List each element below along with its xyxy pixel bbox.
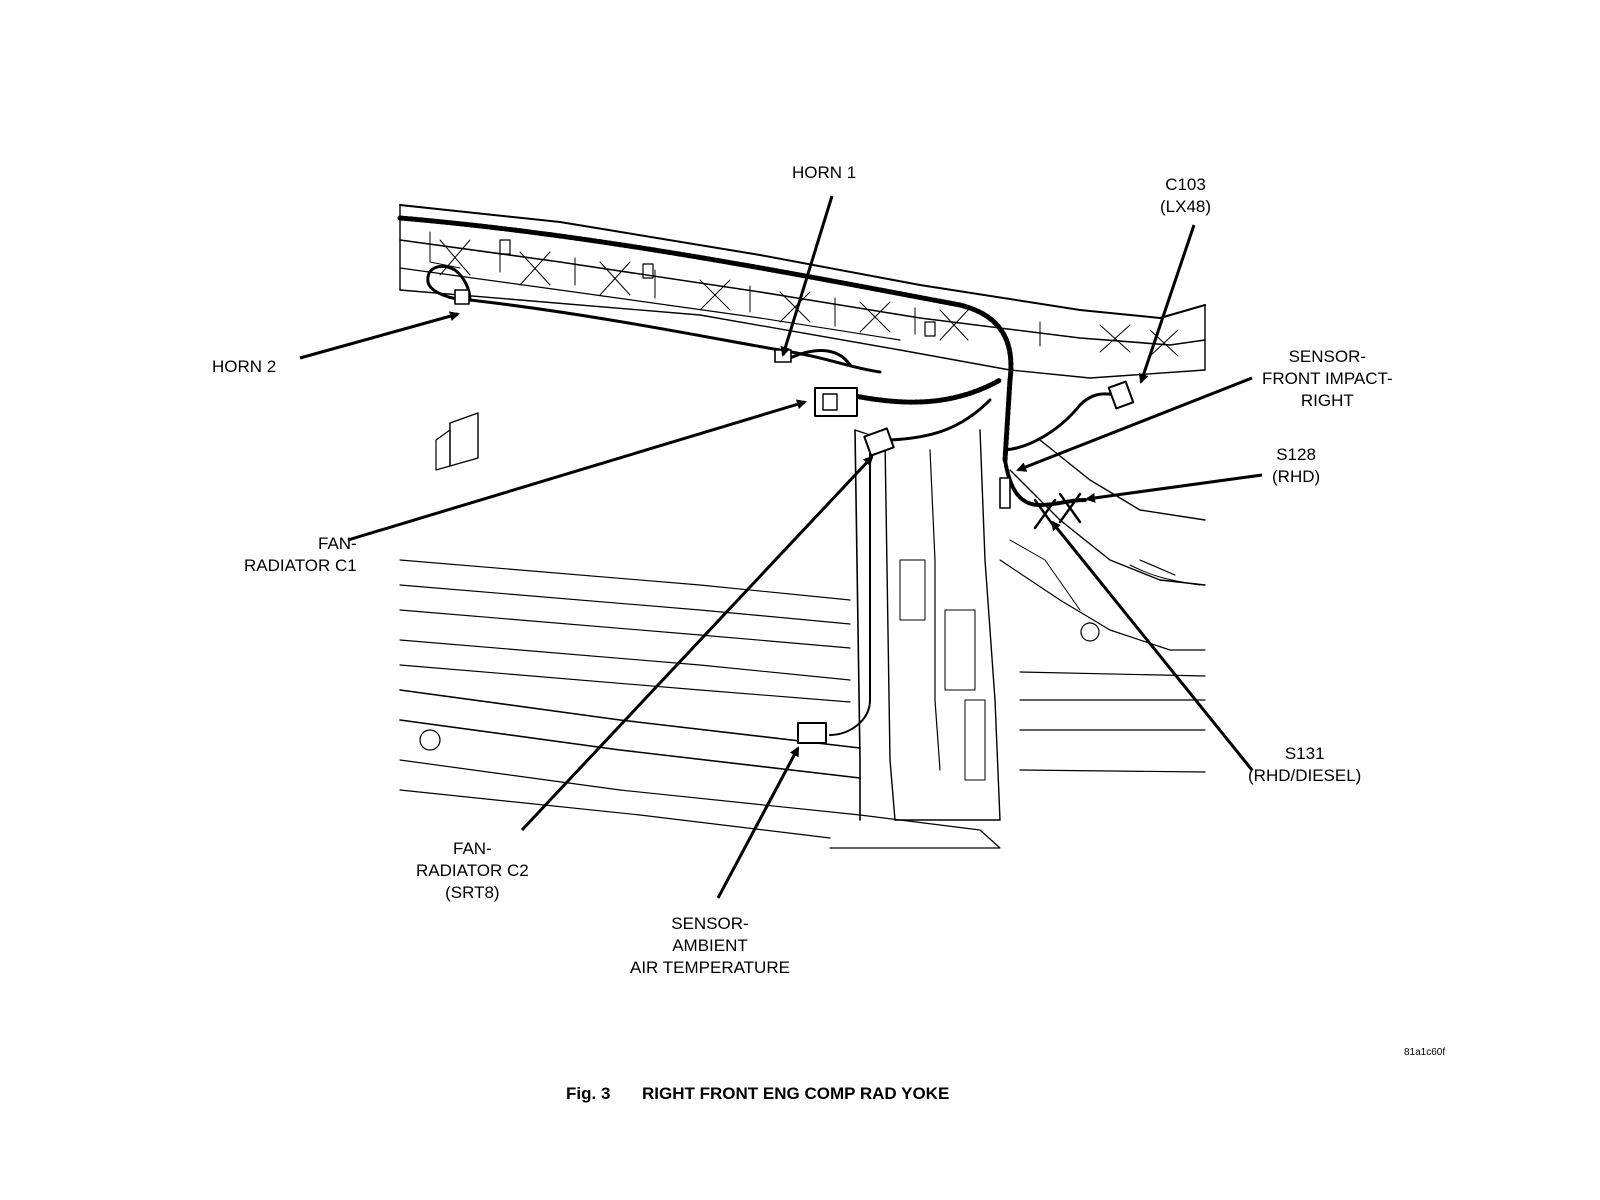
s128-leader-arrow bbox=[1085, 473, 1263, 503]
figure-number: Fig. 3 bbox=[566, 1084, 611, 1103]
sensor-front-impact-right-label: SENSOR- FRONT IMPACT- RIGHT bbox=[1262, 347, 1393, 410]
c103-leader-arrow bbox=[1138, 224, 1196, 384]
sensor-ambient-leader-arrow bbox=[716, 746, 800, 899]
fan-radiator-c1-label: FAN- RADIATOR C1 bbox=[244, 534, 357, 575]
figure-id: 81a1c60f bbox=[1404, 1047, 1446, 1058]
c103-label: C103 (LX48) bbox=[1160, 175, 1212, 216]
figure-title: RIGHT FRONT ENG COMP RAD YOKE bbox=[642, 1084, 950, 1103]
horn2-leader-arrow bbox=[299, 311, 460, 360]
horn2-label: HORN 2 bbox=[212, 357, 277, 376]
horn1-leader-arrow bbox=[780, 195, 834, 357]
wiring-harness bbox=[397, 215, 1135, 744]
s131-label: S131 (RHD/DIESEL) bbox=[1248, 744, 1362, 785]
sensor-front-impact-leader-arrow bbox=[1016, 376, 1253, 472]
fan-radiator-c2-label: FAN- RADIATOR C2 (SRT8) bbox=[416, 839, 529, 902]
fan-rad-c1-leader-arrow bbox=[347, 399, 807, 542]
figure-caption: Fig. 3 RIGHT FRONT ENG COMP RAD YOKE bbox=[566, 1084, 949, 1104]
s131-leader-arrow bbox=[1050, 520, 1254, 771]
horn1-label: HORN 1 bbox=[792, 163, 857, 182]
leader-arrows bbox=[299, 195, 1263, 899]
s128-label: S128 (RHD) bbox=[1272, 445, 1321, 486]
sensor-ambient-air-temperature-label: SENSOR- AMBIENT AIR TEMPERATURE bbox=[630, 914, 790, 977]
radiator-yoke-structure bbox=[399, 204, 1206, 849]
fan-rad-c2-leader-arrow bbox=[520, 455, 874, 832]
